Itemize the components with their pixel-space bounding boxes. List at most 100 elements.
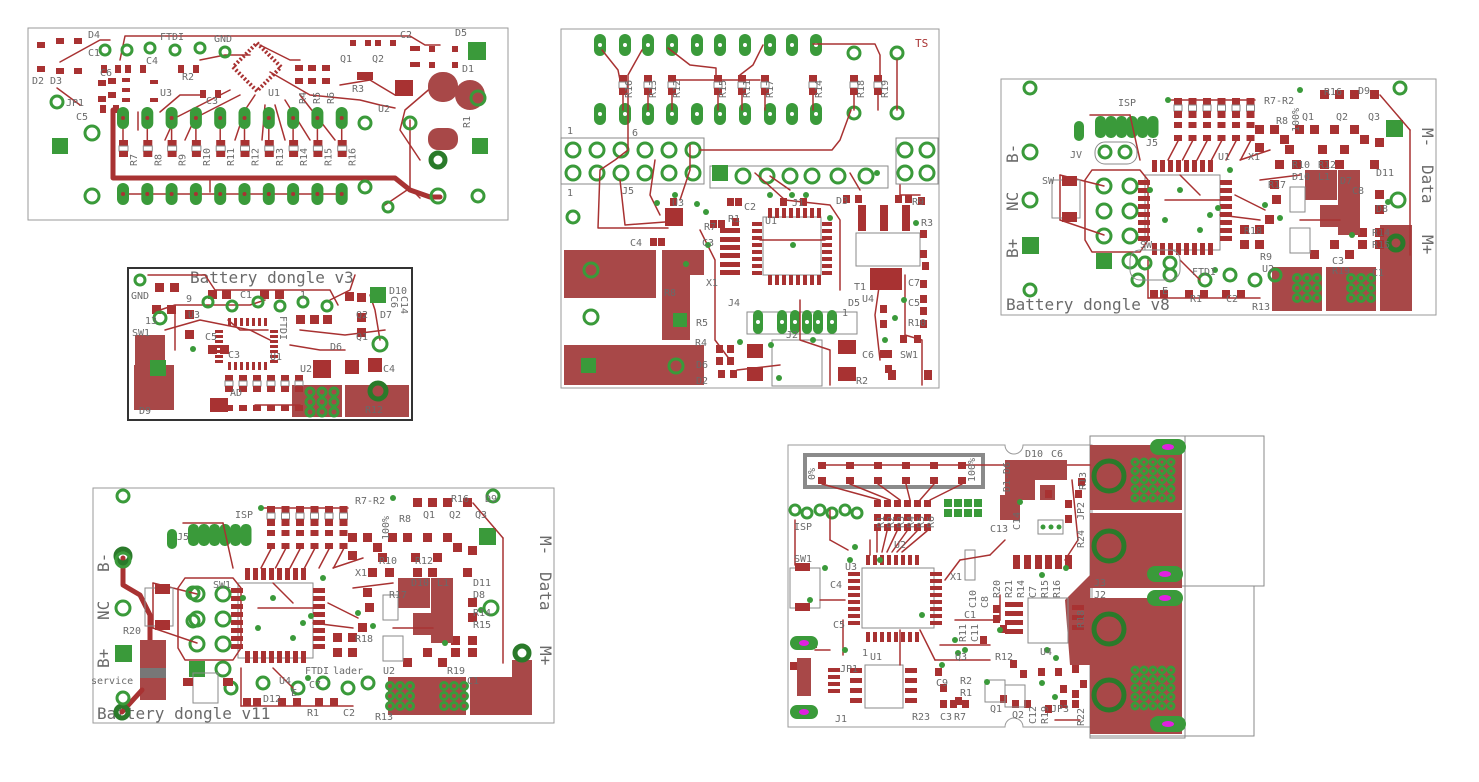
header-pin xyxy=(918,141,936,159)
resistor-pad xyxy=(143,140,153,146)
part-label: C6 xyxy=(100,68,112,79)
header-pin xyxy=(636,141,654,159)
isp-pin xyxy=(240,524,252,546)
part-label: C14 xyxy=(1012,512,1023,530)
part-label: J2 xyxy=(786,330,798,341)
part-label: D3 xyxy=(836,196,848,207)
header-pin xyxy=(781,167,799,185)
header-pin xyxy=(214,585,232,603)
smd-pads xyxy=(37,38,458,113)
resistor-pad xyxy=(264,140,274,146)
part-label: R7-R2 xyxy=(355,496,385,507)
part-label: SW1 xyxy=(213,580,231,591)
header-pin xyxy=(896,164,914,182)
part-label: Q2 xyxy=(1336,112,1348,123)
part-label: R10 xyxy=(1292,160,1310,171)
side-label: NC xyxy=(1003,192,1022,211)
part-label: R4 xyxy=(298,92,309,104)
part-label: C10 xyxy=(968,590,979,608)
part-label: U1 xyxy=(268,88,280,99)
part-label: C6 xyxy=(388,296,399,308)
part-label: R3 xyxy=(352,84,364,95)
part-label: R17 xyxy=(1268,180,1286,191)
part-label: C3 xyxy=(702,238,714,249)
part-label: R13 xyxy=(1078,472,1089,490)
part-label: JP1 xyxy=(840,664,858,675)
part-label: J4 xyxy=(728,298,740,309)
part-label: C1 xyxy=(1372,268,1384,279)
part-label: C9 xyxy=(936,678,948,689)
resistor-pad xyxy=(264,151,274,157)
part-label: R9 xyxy=(912,197,924,208)
resistor-pad xyxy=(216,140,226,146)
part-label: C4 xyxy=(830,580,842,591)
part-label: R8 xyxy=(399,514,411,525)
part-label: C3 xyxy=(206,96,218,107)
board-5: Battery dongle v11 B- NC B+ M- Data M+ I… xyxy=(91,487,555,724)
part-label: X1 xyxy=(355,568,367,579)
part-label: X1 xyxy=(1248,152,1260,163)
part-label: lader xyxy=(333,666,363,677)
part-label: Q3 xyxy=(1368,112,1380,123)
part-label: R16 xyxy=(624,80,635,98)
part-label: R16 xyxy=(1052,580,1063,598)
part-label: R9 xyxy=(1260,252,1272,263)
part-label: Q1 xyxy=(990,704,1002,715)
part-label: R19 xyxy=(447,666,465,677)
part-label: C4 xyxy=(630,238,642,249)
part-label: Q3 xyxy=(475,510,487,521)
part-label: R7 xyxy=(954,712,966,723)
part-label: R1 xyxy=(960,688,972,699)
side-label: M+ xyxy=(1418,235,1437,254)
board-title: Battery dongle v11 xyxy=(97,704,270,723)
header-pin xyxy=(1121,227,1139,245)
part-label: R13 xyxy=(275,148,286,166)
part-label: R14 xyxy=(1372,228,1390,239)
header-pin xyxy=(660,141,678,159)
part-label: R2 xyxy=(960,676,972,687)
chip-u1 xyxy=(230,40,284,94)
part-label: R12 xyxy=(415,556,433,567)
part-label: 100% xyxy=(1291,108,1302,132)
header-pin xyxy=(918,164,936,182)
header-pin xyxy=(1121,202,1139,220)
part-label: SW xyxy=(1140,240,1153,251)
part-label: U3 xyxy=(672,198,684,209)
part-label: D12 xyxy=(263,694,281,705)
part-label: Q1 xyxy=(1302,112,1314,123)
part-label: R4 xyxy=(695,338,707,349)
part-label: D8 xyxy=(473,590,485,601)
part-label: R19 xyxy=(1332,266,1350,277)
header-pin xyxy=(1095,177,1113,195)
part-label: R1 xyxy=(728,214,740,225)
part-label: R2 xyxy=(856,376,868,387)
part-label: ISP xyxy=(1118,98,1136,109)
board-3: TS xyxy=(560,28,940,389)
part-label: R7 xyxy=(129,154,140,166)
part-label: C1 xyxy=(240,290,252,301)
side-label: Data xyxy=(536,572,555,611)
part-label: 9 xyxy=(186,294,192,305)
header-pin xyxy=(588,164,606,182)
isp-pin xyxy=(1116,116,1127,138)
resistor-pad xyxy=(167,151,177,157)
side-label: B+ xyxy=(94,649,113,668)
part-label: FTDI xyxy=(277,316,288,340)
isp-pin xyxy=(1105,116,1117,138)
part-label: R18 xyxy=(1244,226,1262,237)
part-label: R18 xyxy=(355,634,373,645)
part-label: C5 xyxy=(833,620,845,631)
part-label: U3 xyxy=(188,310,200,321)
part-label: 1 xyxy=(300,290,306,301)
resistor-pad xyxy=(119,140,128,146)
part-label: R20 xyxy=(123,626,141,637)
part-label: FTDI xyxy=(1192,267,1216,278)
part-label: D8 xyxy=(1376,204,1388,215)
part-label: R22 xyxy=(1076,708,1087,726)
part-label: R5 xyxy=(916,516,927,528)
part-label: Q2 xyxy=(356,310,368,321)
part-label: Q2 xyxy=(372,54,384,65)
part-label: R16 xyxy=(451,494,469,505)
resistor-pad xyxy=(337,140,347,146)
